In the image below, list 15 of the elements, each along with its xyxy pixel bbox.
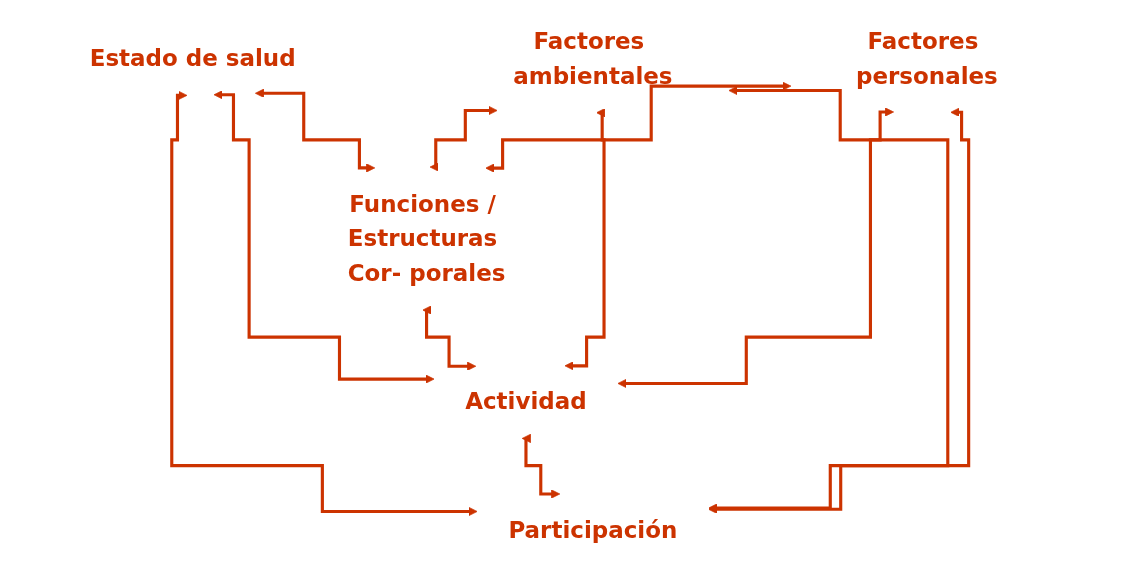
node-text: Estado de salud xyxy=(89,45,296,72)
node-text: Actividad xyxy=(465,388,587,415)
arrow xyxy=(617,107,894,389)
node-text: Factores ambientales xyxy=(513,28,673,89)
arrow xyxy=(213,90,435,384)
node-text: Funciones / Estructuras Cor- porales xyxy=(347,191,506,287)
arrow xyxy=(170,90,478,517)
arrow xyxy=(255,88,376,173)
arrow xyxy=(422,305,477,371)
arrow xyxy=(485,81,792,173)
arrow xyxy=(521,434,561,499)
arrow xyxy=(429,105,498,172)
node-text: Factores personales xyxy=(856,28,998,89)
arrow xyxy=(564,108,606,371)
node-text: Participación xyxy=(508,516,678,543)
